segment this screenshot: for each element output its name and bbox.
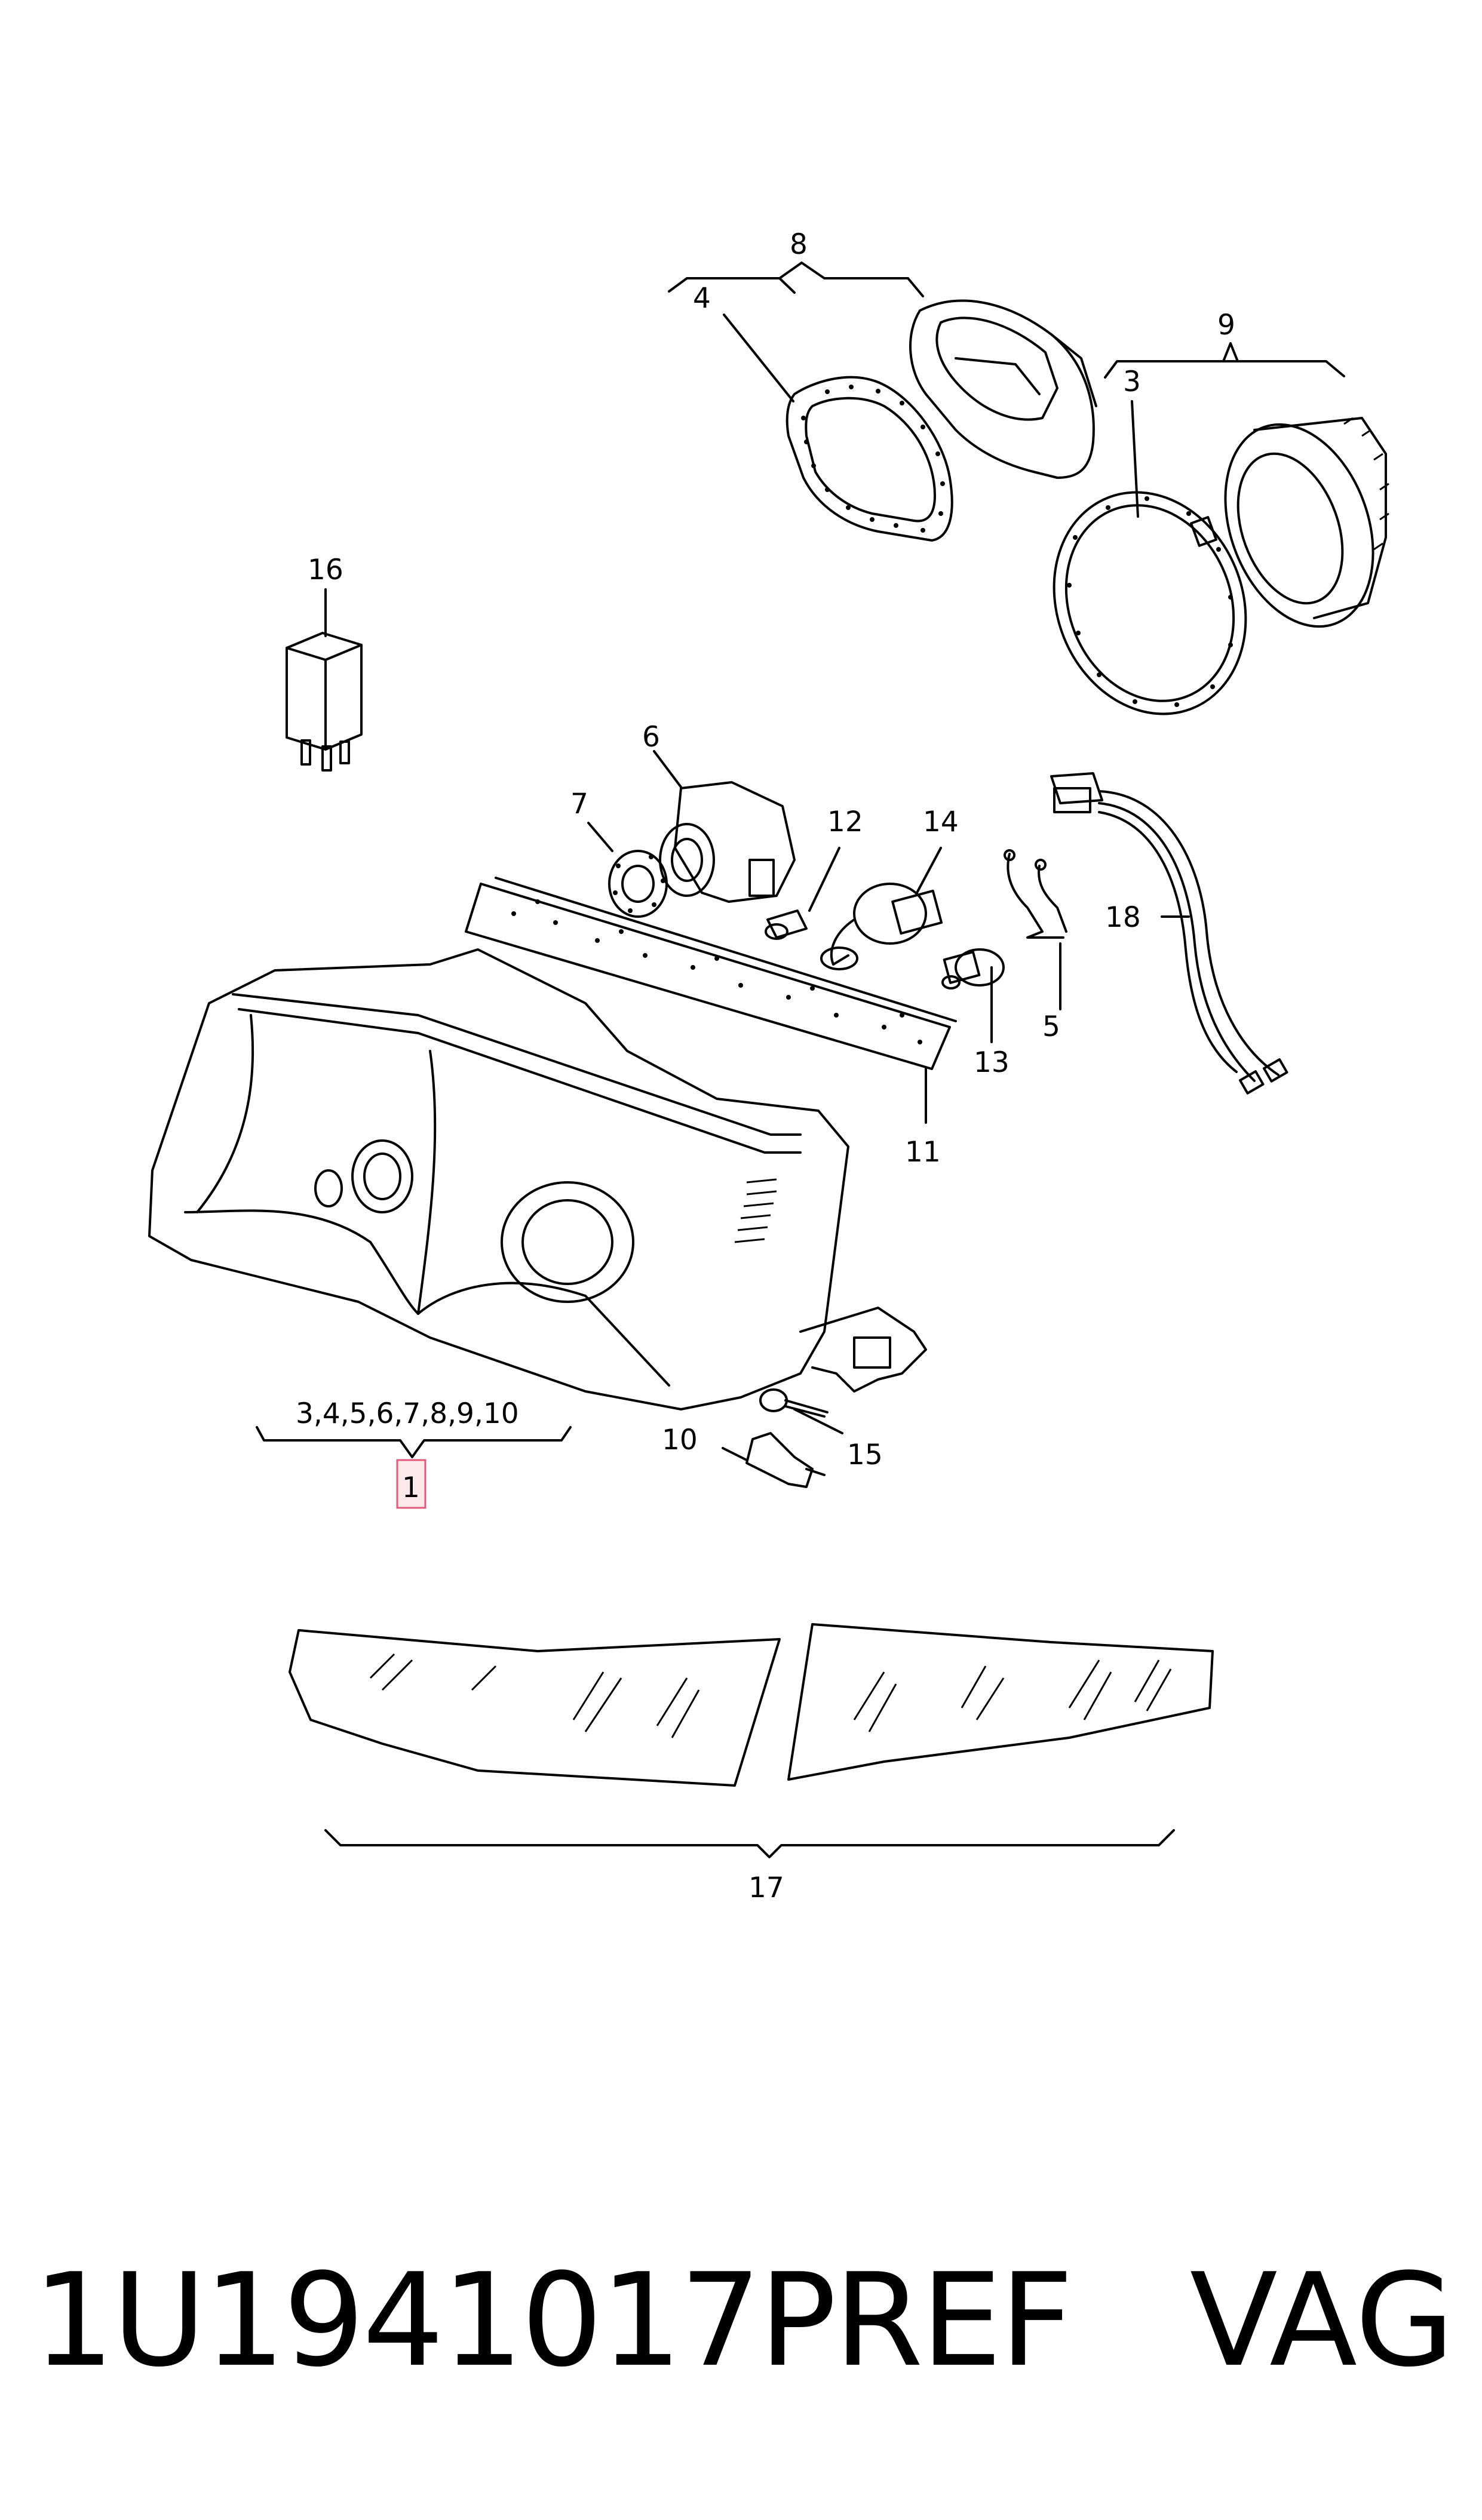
callout-16: 16	[308, 554, 343, 586]
callout-5: 5	[1042, 1010, 1060, 1043]
callout-4: 4	[693, 282, 711, 315]
part-4-gasket	[786, 376, 953, 542]
leader-4	[723, 314, 794, 402]
callout-18: 18	[1105, 901, 1141, 934]
part-5-spring	[1004, 849, 1067, 1010]
part-9-cap	[1104, 342, 1389, 628]
callout-17: 17	[748, 1871, 784, 1904]
callout-15: 15	[847, 1439, 883, 1471]
callout-main: 1	[402, 1471, 420, 1504]
footer: 1U1941017PREF VAG	[33, 2245, 1455, 2401]
part-8-housing	[668, 262, 1097, 479]
brand-label: VAG	[1189, 2245, 1455, 2395]
callout-14: 14	[923, 806, 959, 838]
callout-3: 3	[1123, 365, 1141, 398]
bracket-group	[256, 1426, 572, 1458]
callout-8: 8	[790, 228, 808, 261]
part-6-actuator	[653, 750, 796, 903]
callout-13: 13	[974, 1046, 1010, 1079]
exploded-parts-diagram: 8 4 9 3 16 6 7 12 14 5 18 13 11 10 15 17…	[148, 228, 1389, 1904]
main-callout-box	[396, 1459, 427, 1509]
part-17-lens	[289, 1623, 1214, 1787]
callout-10: 10	[662, 1424, 698, 1456]
callout-11: 11	[905, 1136, 941, 1169]
part-7-seal	[587, 822, 668, 918]
callout-7: 7	[570, 788, 588, 820]
part-11-strip	[465, 877, 957, 1124]
part-number: 1U1941017PREF	[33, 2245, 1073, 2395]
bracket-17	[324, 1829, 1175, 1858]
part-13-bulb	[941, 948, 1005, 1043]
callout-6: 6	[642, 721, 660, 754]
part-18-harness	[1050, 772, 1288, 1095]
part-15-screw	[759, 1388, 843, 1434]
part-10-clip	[722, 1432, 826, 1488]
callout-group-list: 3,4,5,6,7,8,9,10	[296, 1397, 519, 1430]
part-1-headlamp	[148, 948, 927, 1410]
callout-9: 9	[1217, 309, 1235, 342]
part-16-relay	[286, 588, 363, 772]
callout-12: 12	[827, 806, 863, 838]
part-3-gasket	[1053, 491, 1247, 715]
part-12-bulb	[765, 847, 840, 940]
part-14-bulb	[820, 847, 943, 970]
leader-3	[1131, 400, 1139, 518]
